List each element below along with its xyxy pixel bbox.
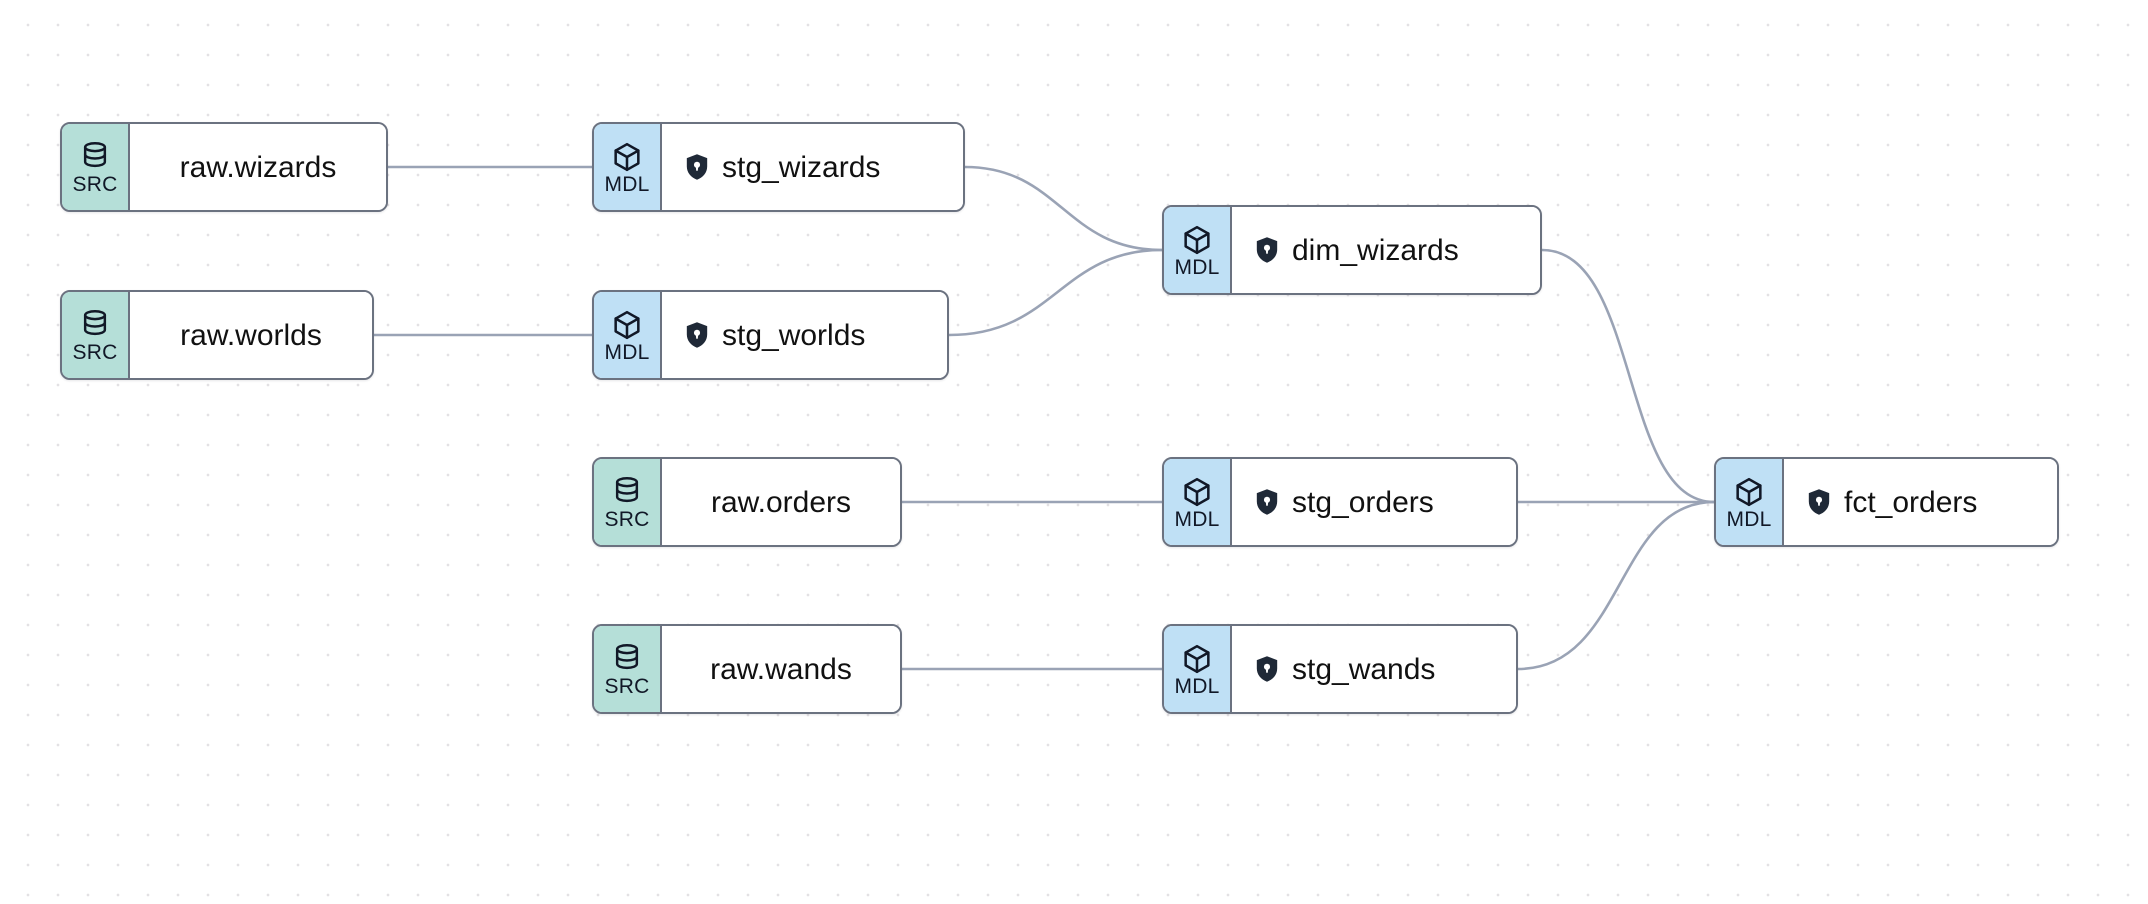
- node-kind-label: MDL: [604, 173, 650, 196]
- node-raw-orders[interactable]: SRC raw.orders: [592, 457, 902, 547]
- node-kind-label: MDL: [1726, 508, 1772, 531]
- node-title: raw.worlds: [180, 318, 322, 352]
- node-kind-label: MDL: [1174, 675, 1220, 698]
- node-raw-worlds[interactable]: SRC raw.worlds: [60, 290, 374, 380]
- database-icon: [612, 476, 642, 508]
- edge-stg-wands-to-fct-orders: [1516, 500, 1716, 671]
- database-icon: [80, 141, 110, 173]
- node-kind-badge-src: SRC: [594, 459, 662, 545]
- node-title: stg_orders: [1292, 485, 1434, 519]
- node-body: raw.wizards: [130, 124, 386, 210]
- node-body: stg_wizards: [662, 124, 963, 210]
- node-stg-orders[interactable]: MDL stg_orders: [1162, 457, 1518, 547]
- node-title: raw.orders: [710, 485, 852, 519]
- node-body: dim_wizards: [1232, 207, 1540, 293]
- node-body: fct_orders: [1784, 459, 2057, 545]
- node-kind-label: SRC: [72, 173, 118, 196]
- database-icon: [612, 643, 642, 675]
- node-body: raw.worlds: [130, 292, 372, 378]
- node-kind-label: SRC: [604, 508, 650, 531]
- node-kind-badge-mdl: MDL: [594, 292, 662, 378]
- node-kind-badge-src: SRC: [62, 124, 130, 210]
- node-fct-orders[interactable]: MDL fct_orders: [1714, 457, 2059, 547]
- node-title: dim_wizards: [1292, 233, 1459, 267]
- shield-lock-icon: [684, 321, 710, 349]
- node-kind-label: SRC: [604, 675, 650, 698]
- edge-dim-wizards-to-fct-orders: [1540, 248, 1716, 504]
- edge-stg-worlds-to-dim-wizards: [947, 248, 1164, 337]
- node-body: raw.orders: [662, 459, 900, 545]
- node-body: stg_worlds: [662, 292, 947, 378]
- shield-lock-icon: [1254, 655, 1280, 683]
- node-title: stg_worlds: [722, 318, 866, 352]
- node-raw-wizards[interactable]: SRC raw.wizards: [60, 122, 388, 212]
- node-kind-badge-mdl: MDL: [594, 124, 662, 210]
- shield-lock-icon: [1254, 488, 1280, 516]
- cube-icon: [611, 141, 643, 173]
- node-kind-label: MDL: [1174, 256, 1220, 279]
- node-raw-wands[interactable]: SRC raw.wands: [592, 624, 902, 714]
- shield-lock-icon: [1806, 488, 1832, 516]
- node-kind-badge-mdl: MDL: [1716, 459, 1784, 545]
- node-body: stg_orders: [1232, 459, 1516, 545]
- shield-lock-icon: [1254, 236, 1280, 264]
- node-kind-badge-mdl: MDL: [1164, 626, 1232, 712]
- node-stg-wizards[interactable]: MDL stg_wizards: [592, 122, 965, 212]
- node-body: stg_wands: [1232, 626, 1516, 712]
- node-kind-badge-mdl: MDL: [1164, 207, 1232, 293]
- node-stg-wands[interactable]: MDL stg_wands: [1162, 624, 1518, 714]
- node-body: raw.wands: [662, 626, 900, 712]
- node-kind-label: MDL: [604, 341, 650, 364]
- node-kind-badge-src: SRC: [62, 292, 130, 378]
- node-stg-worlds[interactable]: MDL stg_worlds: [592, 290, 949, 380]
- cube-icon: [1181, 224, 1213, 256]
- shield-lock-icon: [684, 153, 710, 181]
- cube-icon: [1181, 476, 1213, 508]
- edge-stg-wizards-to-dim-wizards: [963, 165, 1164, 252]
- node-dim-wizards[interactable]: MDL dim_wizards: [1162, 205, 1542, 295]
- cube-icon: [611, 309, 643, 341]
- cube-icon: [1733, 476, 1765, 508]
- node-kind-badge-src: SRC: [594, 626, 662, 712]
- node-kind-label: MDL: [1174, 508, 1220, 531]
- node-kind-badge-mdl: MDL: [1164, 459, 1232, 545]
- node-title: raw.wands: [710, 652, 852, 686]
- database-icon: [80, 309, 110, 341]
- node-title: stg_wizards: [722, 150, 881, 184]
- node-kind-label: SRC: [72, 341, 118, 364]
- cube-icon: [1181, 643, 1213, 675]
- node-title: stg_wands: [1292, 652, 1436, 686]
- node-title: raw.wizards: [179, 150, 337, 184]
- node-title: fct_orders: [1844, 485, 1978, 519]
